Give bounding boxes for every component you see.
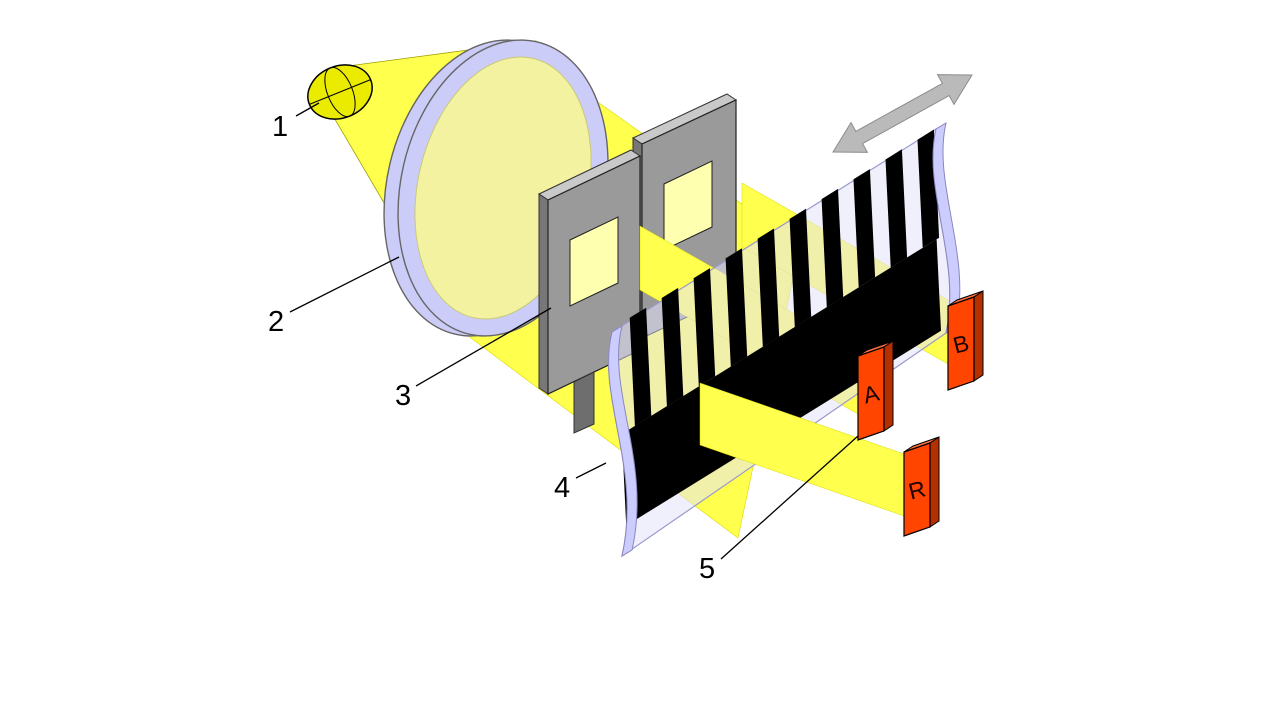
strip-left-torn-edge — [608, 324, 638, 558]
code-strip — [608, 121, 961, 558]
motion-double-arrow-icon — [832, 74, 973, 153]
callout-label-3: 3 — [395, 380, 411, 412]
detector-r-label: R — [906, 475, 928, 504]
callout-label-5: 5 — [699, 553, 715, 585]
strip-stripe — [629, 307, 652, 426]
leader-line-4 — [575, 462, 607, 479]
strip-stripe — [885, 149, 908, 268]
strip-stripe — [661, 287, 684, 407]
detector-r-block: R — [903, 436, 940, 537]
strip-stripe — [821, 188, 844, 308]
callout-label-2: 2 — [268, 306, 284, 338]
aperture-window-a — [569, 216, 619, 307]
callout-label-1: 1 — [272, 111, 288, 143]
leader-line-3 — [415, 307, 552, 387]
detector-a-block: A — [857, 340, 894, 441]
detector-a-label: A — [860, 379, 882, 408]
light-source — [307, 64, 373, 120]
strip-stripe — [693, 268, 716, 387]
detector-b-side-face — [973, 290, 984, 382]
index-track-band — [621, 239, 941, 526]
strip-stripe — [725, 248, 748, 367]
callout-label-4: 4 — [554, 472, 570, 504]
strip-stripe — [757, 228, 780, 347]
detector-a-side-face — [883, 340, 894, 432]
detector-r-side-face — [929, 436, 940, 528]
strip-stripe — [789, 208, 812, 328]
detector-r-front-face — [903, 442, 931, 537]
detector-b-block: B — [947, 290, 984, 391]
leader-line-2 — [289, 256, 400, 313]
detector-b-front-face — [947, 296, 975, 391]
strip-stripe — [853, 169, 876, 288]
detector-a-front-face — [857, 346, 885, 441]
leader-line-1 — [295, 102, 320, 117]
front-plate-side-face — [538, 193, 549, 395]
detector-b-label: B — [950, 330, 971, 359]
lamp-meridian-line — [324, 66, 356, 118]
mask-support-post — [573, 371, 595, 434]
lamp-equator-line — [309, 79, 371, 105]
leader-line-5 — [720, 435, 859, 560]
aperture-window-b — [663, 160, 713, 251]
